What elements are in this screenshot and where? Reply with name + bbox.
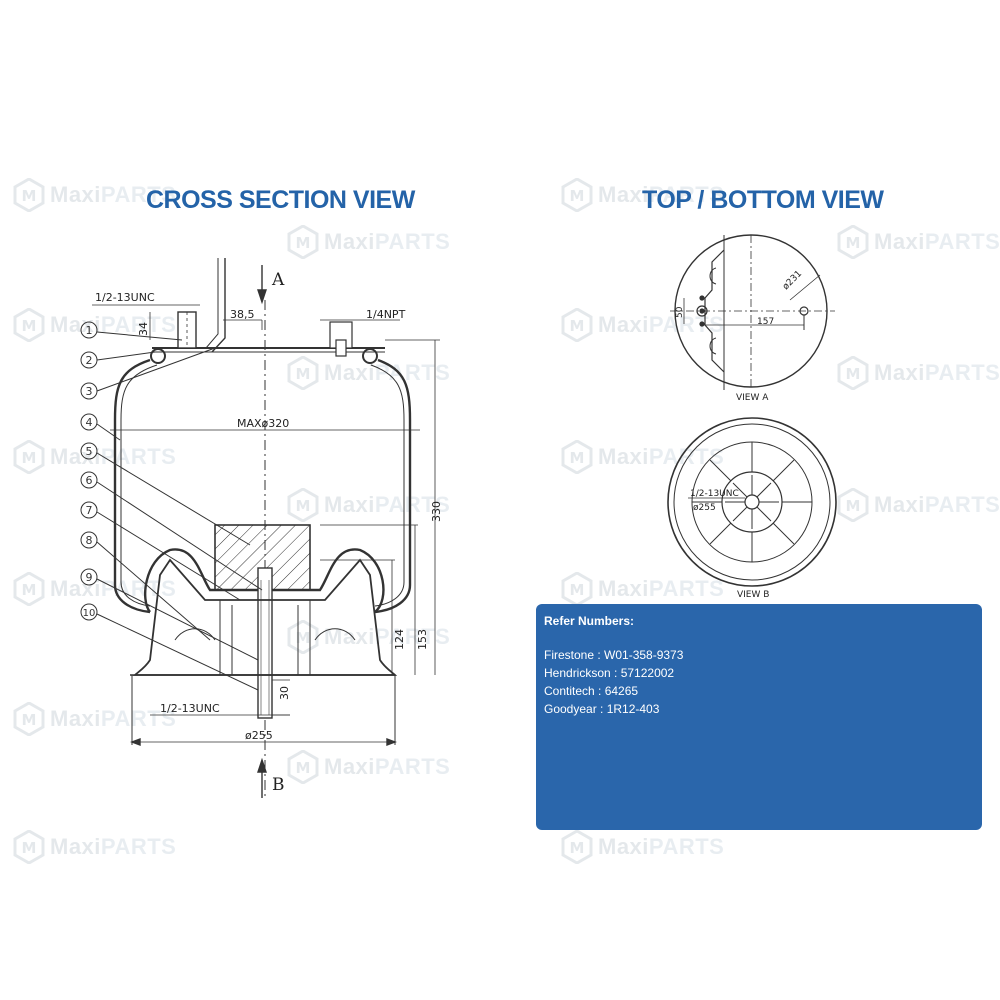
height-330-label: 330 — [430, 501, 443, 522]
base-diameter-label: ø255 — [245, 729, 273, 742]
callout-4: 4 — [86, 416, 93, 429]
callout-3: 3 — [86, 385, 93, 398]
top-view-50-label: 50 — [675, 306, 685, 318]
top-view-157-label: 157 — [757, 317, 774, 327]
height-153-label: 153 — [416, 629, 429, 650]
refer-item-hendrickson: Hendrickson : 57122002 — [544, 666, 675, 680]
max-diameter-label: MAXø320 — [237, 417, 289, 430]
callout-5: 5 — [86, 445, 93, 458]
refer-numbers-heading: Refer Numbers: — [544, 614, 635, 628]
refer-numbers-panel: Refer Numbers: Firestone : W01-358-9373 … — [536, 604, 982, 830]
view-b-label: VIEW B — [737, 590, 769, 600]
callout-8: 8 — [86, 534, 93, 547]
callout-7: 7 — [86, 504, 93, 517]
top-bottom-title: TOP / BOTTOM VIEW — [642, 186, 884, 214]
port-label: 1/4NPT — [366, 308, 406, 321]
bottom-view-diameter-label: ø255 — [693, 503, 716, 513]
refer-item-goodyear: Goodyear : 1R12-403 — [544, 702, 660, 716]
cross-section-title: CROSS SECTION VIEW — [146, 186, 415, 214]
view-a-label: VIEW A — [736, 393, 769, 403]
refer-item-firestone: Firestone : W01-358-9373 — [544, 648, 684, 662]
bottom-view-thread-label: 1/2-13UNC — [690, 489, 739, 499]
arrow-a-label: A — [271, 270, 285, 290]
callout-6: 6 — [86, 474, 93, 487]
refer-item-contitech: Contitech : 64265 — [544, 684, 639, 698]
callout-9: 9 — [86, 571, 93, 584]
callout-2: 2 — [86, 354, 93, 367]
top-thread-label: 1/2-13UNC — [95, 291, 155, 304]
height-124-label: 124 — [393, 629, 406, 650]
dim-385-label: 38,5 — [230, 308, 255, 321]
callout-10: 10 — [83, 608, 96, 619]
dim-34-label: 34 — [137, 322, 150, 336]
dim-30-label: 30 — [278, 686, 291, 700]
bottom-thread-label: 1/2-13UNC — [160, 702, 220, 715]
callout-1: 1 — [86, 324, 93, 337]
arrow-b-label: B — [272, 775, 285, 795]
